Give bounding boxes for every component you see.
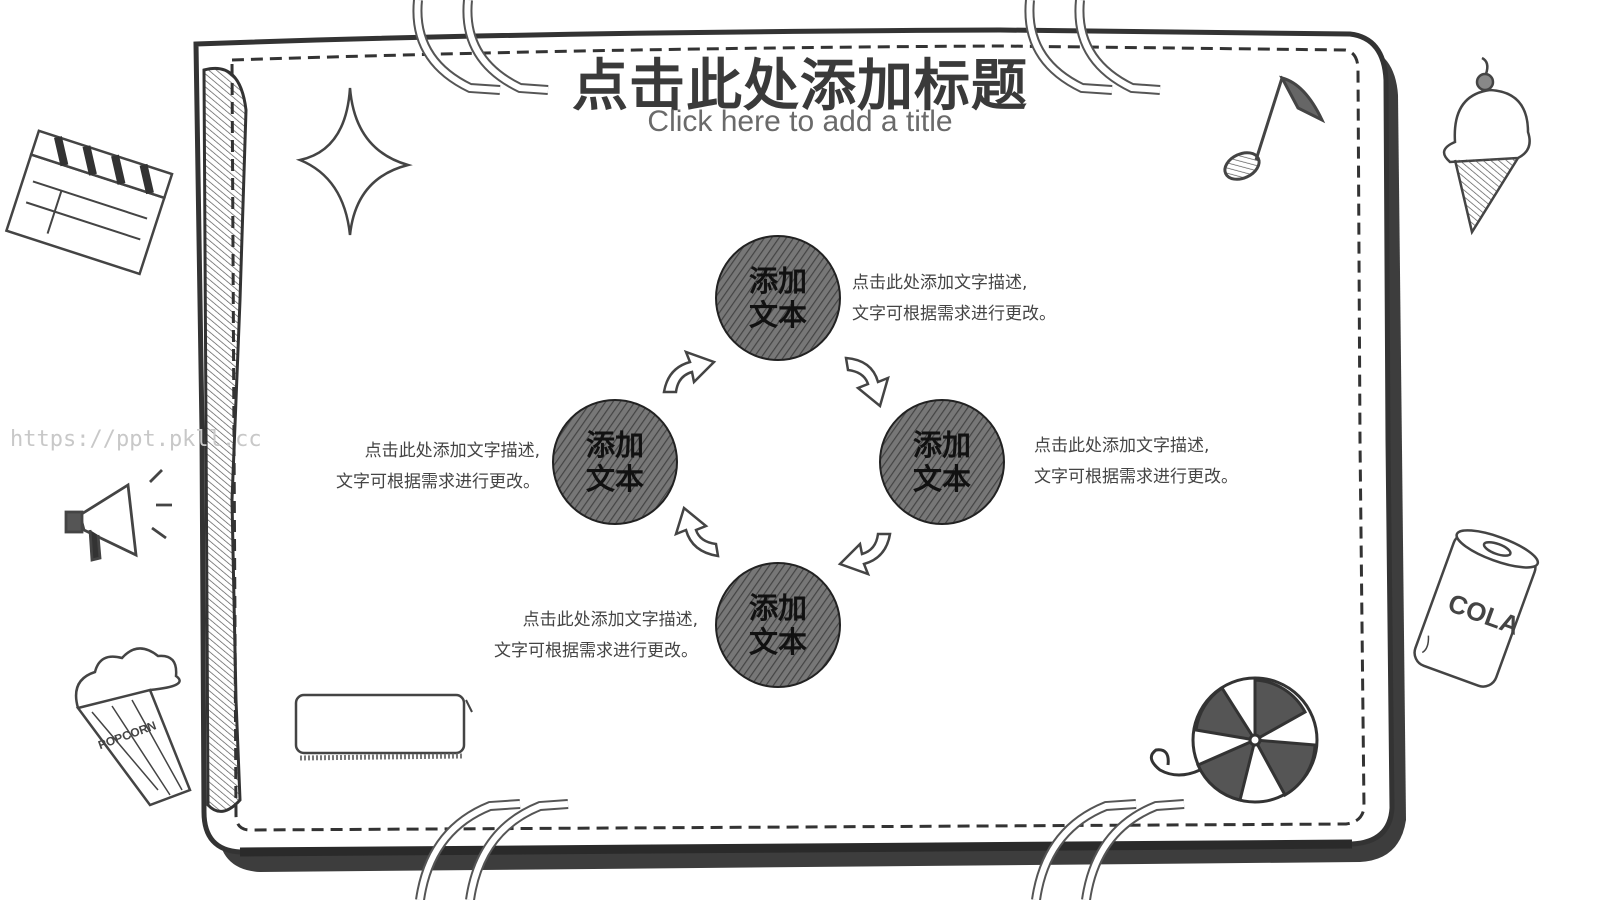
node-label: 添加文本 (748, 591, 807, 659)
arrow-icon (674, 505, 720, 558)
megaphone-icon (64, 469, 172, 562)
description-right[interactable]: 点击此处添加文字描述, 文字可根据需求进行更改。 (1034, 431, 1238, 493)
description-bottom[interactable]: 点击此处添加文字描述, 文字可根据需求进行更改。 (466, 605, 698, 667)
popcorn-icon: POPCORN (74, 647, 192, 807)
watermark-text: https://ppt.pkll.cc (10, 427, 262, 452)
node-label: 添加文本 (585, 428, 644, 496)
frame (193, 27, 1406, 872)
description-line: 点击此处添加文字描述, (522, 610, 698, 630)
note-box (294, 693, 473, 761)
page-subtitle[interactable]: Click here to add a title (647, 105, 953, 138)
description-top[interactable]: 点击此处添加文字描述, 文字可根据需求进行更改。 (852, 268, 1056, 330)
description-line: 文字可根据需求进行更改。 (1034, 467, 1238, 487)
description-line: 点击此处添加文字描述, (852, 273, 1028, 293)
arrow-icon (662, 349, 717, 394)
cola-can-icon: COLA (1413, 529, 1540, 688)
cycle-arrows (662, 349, 892, 577)
description-line: 文字可根据需求进行更改。 (336, 472, 540, 492)
cycle-node-right[interactable]: 添加文本 (880, 400, 1004, 524)
sparkle-icon (295, 87, 413, 236)
cycle-node-circles (552, 235, 1005, 688)
music-note-icon (1223, 75, 1326, 181)
ice-cream-icon (1442, 56, 1531, 236)
arrow-icon (837, 532, 892, 577)
cycle-node-bottom[interactable]: 添加文本 (716, 563, 840, 687)
arrow-icon (844, 356, 890, 409)
binder-ring-bottom-left (415, 799, 569, 900)
node-label: 添加文本 (912, 428, 971, 496)
cycle-node-left[interactable]: 添加文本 (553, 400, 677, 524)
description-line: 点击此处添加文字描述, (364, 441, 540, 461)
cycle-node-top[interactable]: 添加文本 (716, 236, 840, 360)
page-title[interactable]: 点击此处添加标题 (572, 54, 1028, 119)
binder-ring-top-right (1024, 0, 1161, 95)
description-line: 点击此处添加文字描述, (1034, 436, 1210, 456)
description-line: 文字可根据需求进行更改。 (494, 641, 698, 661)
node-label: 添加文本 (748, 264, 807, 332)
binder-ring-bottom-right (1031, 799, 1185, 900)
description-left[interactable]: 点击此处添加文字描述, 文字可根据需求进行更改。 (310, 436, 540, 498)
film-reel-icon (1149, 676, 1319, 804)
description-line: 文字可根据需求进行更改。 (852, 304, 1056, 324)
binder-ring-top-left (412, 0, 549, 95)
clapperboard-icon (4, 129, 174, 276)
